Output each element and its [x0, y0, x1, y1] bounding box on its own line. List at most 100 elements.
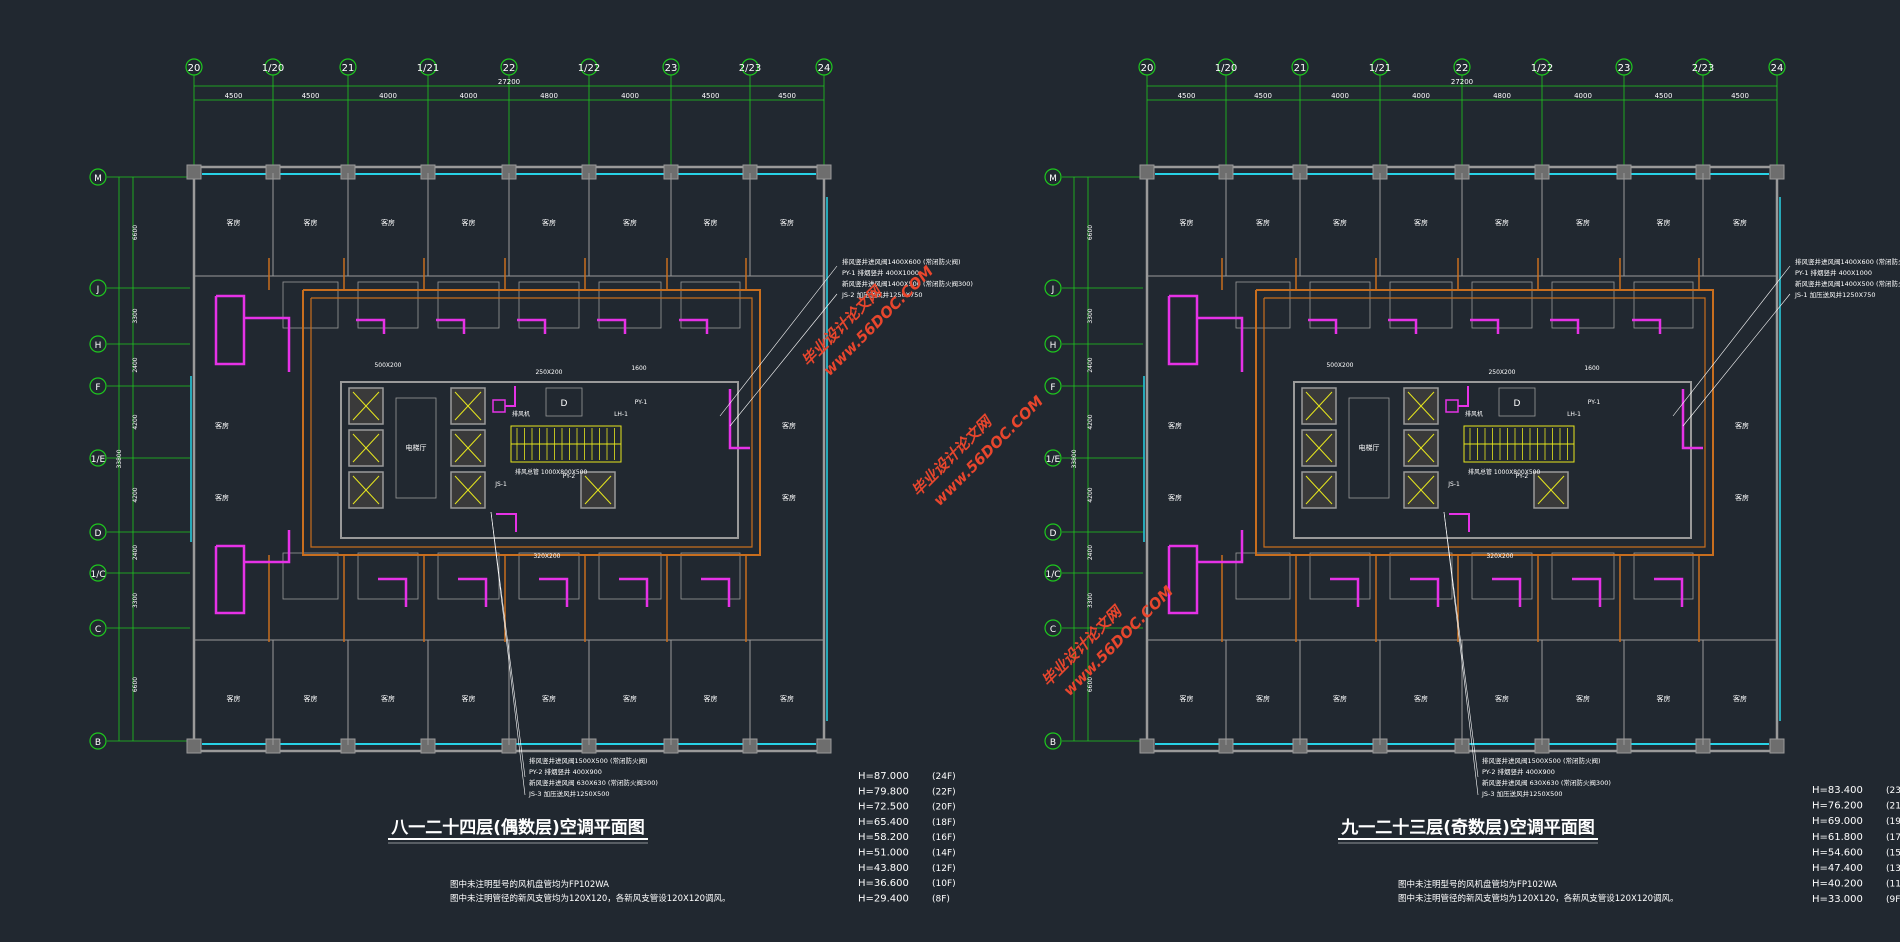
bathroom-block — [1633, 281, 1694, 329]
duct-callout: 新风竖井进风阀 630X630 (常闭防火阀300) — [529, 778, 658, 787]
bath-exhaust-duct — [458, 577, 488, 607]
room-label: 客房 — [304, 218, 318, 227]
duct-callout: 排风竖井进风阀1500X500 (常闭防火阀) — [1482, 756, 1601, 765]
column-grid-label: 24 — [1771, 63, 1784, 74]
row-grid-bubble — [1044, 168, 1062, 186]
elevator-lobby — [395, 397, 437, 499]
row-grid-bubble — [89, 449, 107, 467]
elevation-floor: (21F) — [1886, 802, 1900, 812]
lobby-label: 电梯厅 — [1359, 443, 1380, 452]
bathroom-block — [1235, 281, 1291, 329]
row-dimension: 2400 — [1087, 545, 1094, 560]
room-label: 客房 — [1735, 421, 1749, 430]
row-dimension: 3300 — [132, 593, 139, 608]
duct-size-tag: 1600 — [631, 365, 646, 372]
room-label: 客房 — [1733, 218, 1747, 227]
room-label: 客房 — [381, 218, 395, 227]
exhaust-duct — [1681, 389, 1703, 450]
duct-size-tag: 250X200 — [535, 369, 562, 376]
row-grid-label: 1/C — [1045, 570, 1060, 580]
shaft-label: D — [1514, 399, 1521, 409]
elevation-floor: (15F) — [1886, 848, 1900, 858]
duct-callout: PY-1 排烟竖井 400X1000 — [842, 268, 919, 277]
callout-leader — [1672, 265, 1791, 417]
elevator-cross — [454, 391, 482, 421]
row-dimension: 6600 — [132, 677, 139, 692]
row-dimension: 4200 — [132, 487, 139, 502]
column-grid-bubble — [1768, 58, 1786, 76]
bathroom-block — [598, 552, 662, 600]
bath-exhaust-duct — [597, 318, 627, 334]
bay-dimension: 4000 — [460, 92, 478, 100]
elevation-floor: (13F) — [1886, 864, 1900, 874]
room-label: 客房 — [542, 218, 556, 227]
row-dimension: 2400 — [132, 357, 139, 372]
column-grid-bubble — [1453, 58, 1471, 76]
column-grid-label: 21 — [342, 63, 355, 74]
structural-column — [186, 738, 202, 754]
bath-exhaust-duct — [1330, 577, 1360, 607]
column-grid-label: 1/22 — [578, 63, 600, 74]
elevation-floor: (23F) — [1886, 786, 1900, 796]
main-duct-tag: 排风总管 1000X800X500 — [515, 468, 587, 476]
row-grid-label: D — [1050, 529, 1057, 539]
bath-exhaust-duct — [1388, 318, 1418, 334]
exhaust-duct — [1449, 513, 1470, 532]
room-label: 客房 — [1180, 218, 1194, 227]
total-height-dimension: 33800 — [116, 449, 123, 468]
row-grid-bubble — [89, 168, 107, 186]
row-grid-label: J — [96, 285, 100, 295]
room-label: 客房 — [381, 694, 395, 703]
column-grid-label: 23 — [665, 63, 678, 74]
fan-tag: PY-1 — [635, 399, 648, 406]
elevation-floor: (12F) — [932, 864, 956, 874]
bathroom-block — [282, 552, 339, 600]
elevation-floor: (11F) — [1886, 880, 1900, 890]
duct-size-tag: 320X200 — [1486, 553, 1513, 560]
row-dimension: 2400 — [1087, 357, 1094, 372]
bath-exhaust-duct — [1654, 577, 1684, 607]
bath-exhaust-duct — [701, 577, 731, 607]
room-label: 客房 — [782, 421, 796, 430]
row-grid-bubble — [1044, 279, 1062, 297]
room-label: 客房 — [1180, 694, 1194, 703]
room-label: 客房 — [1168, 421, 1182, 430]
room-label: 客房 — [542, 694, 556, 703]
callout-leader — [1682, 293, 1791, 427]
bay-dimension: 4500 — [1655, 92, 1673, 100]
room-label: 客房 — [1735, 493, 1749, 502]
row-dimension: 3300 — [1087, 308, 1094, 323]
shaft-label: D — [561, 399, 568, 409]
total-width-dimension: 27200 — [498, 78, 520, 86]
exhaust-duct — [214, 544, 246, 615]
column-grid-bubble — [339, 58, 357, 76]
callout-leader — [1443, 511, 1479, 778]
elevation-value: H=54.600 — [1812, 847, 1863, 858]
bathroom-block — [680, 552, 741, 600]
elevator-cross — [352, 475, 380, 505]
row-grid-bubble — [1044, 335, 1062, 353]
bay-dimension: 4000 — [1574, 92, 1592, 100]
bay-dimension: 4500 — [1254, 92, 1272, 100]
plan-note: 图中未注明管径的新风支管均为120X120，各新风支管设120X120调风。 — [450, 893, 731, 904]
duct-callout: 新风竖井进风阀1400X500 (常闭防火阀300) — [842, 279, 973, 288]
bay-dimension: 4500 — [1178, 92, 1196, 100]
bath-exhaust-duct — [1470, 318, 1500, 334]
row-grid-bubble — [1044, 619, 1062, 637]
room-label: 客房 — [1657, 218, 1671, 227]
callout-leader — [719, 265, 838, 417]
duct-callout: 排风竖井进风阀1500X500 (常闭防火阀) — [529, 756, 648, 765]
column-grid-label: 20 — [188, 63, 201, 74]
supply-duct-loop — [302, 289, 761, 556]
duct-callout: JS-1 加压送风井1250X750 — [1794, 290, 1876, 299]
lobby-label: 电梯厅 — [406, 443, 427, 452]
elevation-floor: (14F) — [932, 849, 956, 859]
room-label: 客房 — [1495, 694, 1509, 703]
fan2-tag: PY-2 — [1516, 473, 1529, 480]
callout-leader — [1443, 511, 1479, 796]
bathroom-block — [518, 281, 580, 329]
bay-dimension: 4000 — [621, 92, 639, 100]
bathroom-block — [1471, 281, 1533, 329]
room-label: 客房 — [1333, 218, 1347, 227]
